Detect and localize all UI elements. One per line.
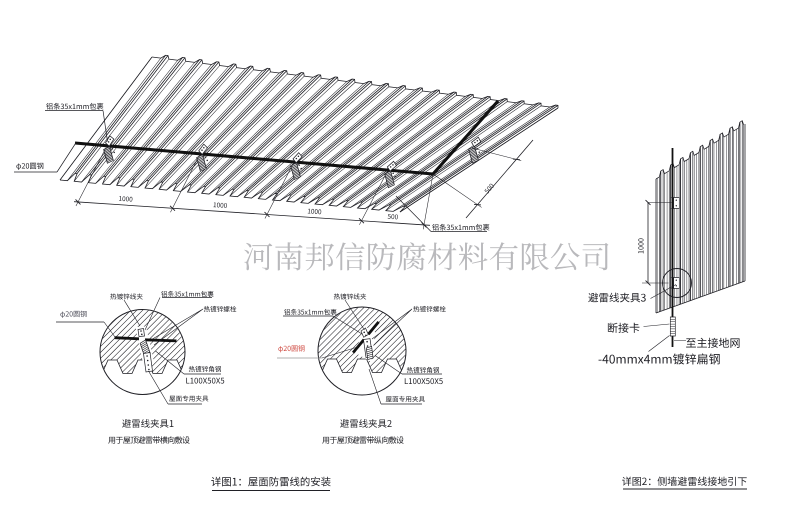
d2-roof-clamp-label-glyphs: [385, 395, 425, 403]
d1-angle-size-label-glyphs: [186, 377, 225, 384]
corrugation-hatch: [100, 309, 185, 374]
wall-clamp3-label-glyphs: [588, 292, 646, 303]
d1-wire-clip-label-glyphs: [110, 293, 143, 300]
fig1-caption-glyphs: [211, 476, 331, 487]
d1-bolt-label-glyphs: [203, 305, 237, 313]
d1-angle-label-glyphs: [188, 365, 222, 373]
wall-disconnect-label-glyphs: [607, 322, 640, 333]
d1-round-steel-label-glyphs: [60, 310, 87, 318]
dim-1000-3-glyphs: [307, 208, 322, 215]
wall-down-conductor: [662, 148, 692, 347]
d1-caption-sub-glyphs: [108, 436, 190, 444]
wall-dimension: [642, 199, 672, 286]
d1-roof-clamp-label-glyphs: [169, 395, 209, 402]
round-steel-label-roof-glyphs: [16, 162, 44, 170]
d2-alu-label-glyphs: [284, 308, 337, 316]
wall-flat-steel-label-glyphs: [598, 353, 720, 365]
d2-caption-title-glyphs: [340, 419, 392, 428]
dim-1000-2-glyphs: [213, 202, 228, 209]
detail1-circle: [99, 309, 186, 395]
wall-dim-1000-glyphs: [638, 238, 644, 254]
d2-wire-clip-label-glyphs: [333, 293, 367, 300]
detail-sheet-section: [318, 307, 406, 373]
corrugation-hatch: [318, 307, 406, 373]
d1-alu-label-glyphs: [161, 290, 214, 298]
d2-round-steel-label-glyphs: [278, 345, 305, 353]
detail-sheet-section: [100, 309, 185, 374]
fig2-caption-glyphs: [622, 476, 747, 486]
d1-caption-title-glyphs: [122, 419, 174, 428]
dim-500-slope-glyphs: [484, 183, 495, 194]
alu-strip-label-bottom-glyphs: [432, 223, 490, 231]
d2-angle-label-glyphs: [406, 366, 440, 374]
text-labels: [16, 102, 747, 487]
roof-corrugated-sheet: [59, 54, 559, 213]
caption-underlines: [212, 488, 747, 491]
dim-1000-1-glyphs: [118, 196, 133, 202]
alu-strip-label-top-glyphs: [46, 102, 104, 110]
wire-clamps: [103, 135, 482, 189]
roof-dimension-lines: [73, 139, 534, 230]
wall-corrugated-sheet: [655, 120, 746, 314]
d2-angle-size-label-glyphs: [404, 378, 443, 385]
watermark-glyphs: [244, 242, 609, 271]
leader-lines: [14, 110, 686, 405]
wall-ground-label-glyphs: [686, 337, 740, 348]
dim-500-1-glyphs: [387, 213, 399, 220]
d2-bolt-label-glyphs: [413, 305, 446, 313]
d2-caption-sub-glyphs: [322, 436, 404, 444]
detail2-circle: [317, 306, 407, 396]
